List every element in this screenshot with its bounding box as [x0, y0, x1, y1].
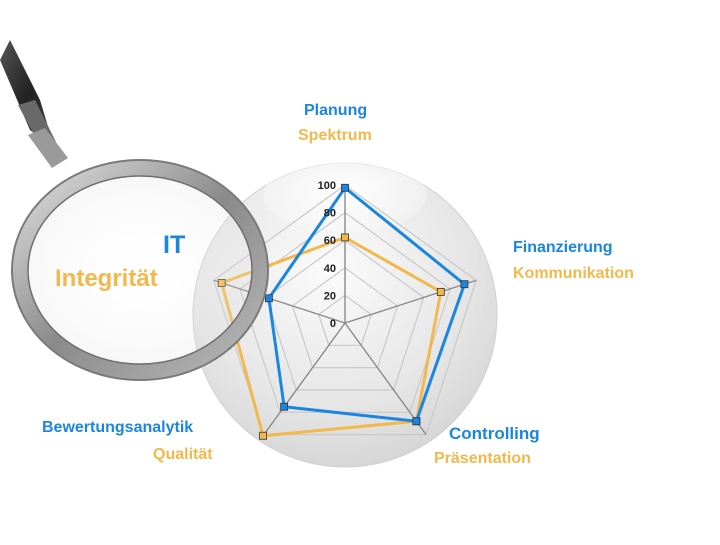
axis-label-it: IT [163, 231, 186, 259]
data-point-1-3 [259, 431, 267, 440]
data-point-1-1 [436, 287, 445, 296]
axis-label-kommunikation: Kommunikation [513, 265, 634, 282]
axis-line [344, 322, 427, 436]
tick-label-80: 80 [324, 208, 336, 220]
data-point-0-3 [280, 402, 289, 411]
tick-label-100: 100 [318, 180, 336, 192]
grid-ring-20 [318, 294, 372, 346]
data-point-1-0 [341, 233, 349, 242]
axis-label-integritaet: Integrität [55, 265, 158, 292]
data-point-0-0 [341, 183, 349, 192]
tick-label-60: 60 [324, 235, 336, 247]
axis-label-spektrum: Spektrum [298, 127, 372, 144]
axis-label-planung: Planung [304, 102, 368, 119]
data-point-0-2 [412, 417, 421, 426]
magnifier-icon [0, 40, 269, 381]
tick-label-40: 40 [324, 263, 336, 275]
axis-label-controlling: Controlling [449, 424, 540, 443]
grid-ring-40 [291, 267, 399, 369]
grid-ring-60 [265, 239, 425, 391]
tick-label-20: 20 [324, 290, 336, 302]
axis-line [344, 279, 477, 324]
axis-label-praesentation: Präsentation [434, 450, 531, 467]
data-point-0-4 [264, 294, 273, 303]
axis-label-qualitaet: Qualität [153, 446, 213, 463]
series-line-0 [267, 185, 467, 423]
axis-label-bewertungsanalytik: Bewertungsanalytik [42, 419, 194, 436]
tick-label-0: 0 [330, 318, 336, 330]
axis-label-finanzierung: Finanzierung [513, 239, 613, 256]
axis-line [263, 322, 346, 436]
data-point-0-1 [460, 280, 469, 289]
